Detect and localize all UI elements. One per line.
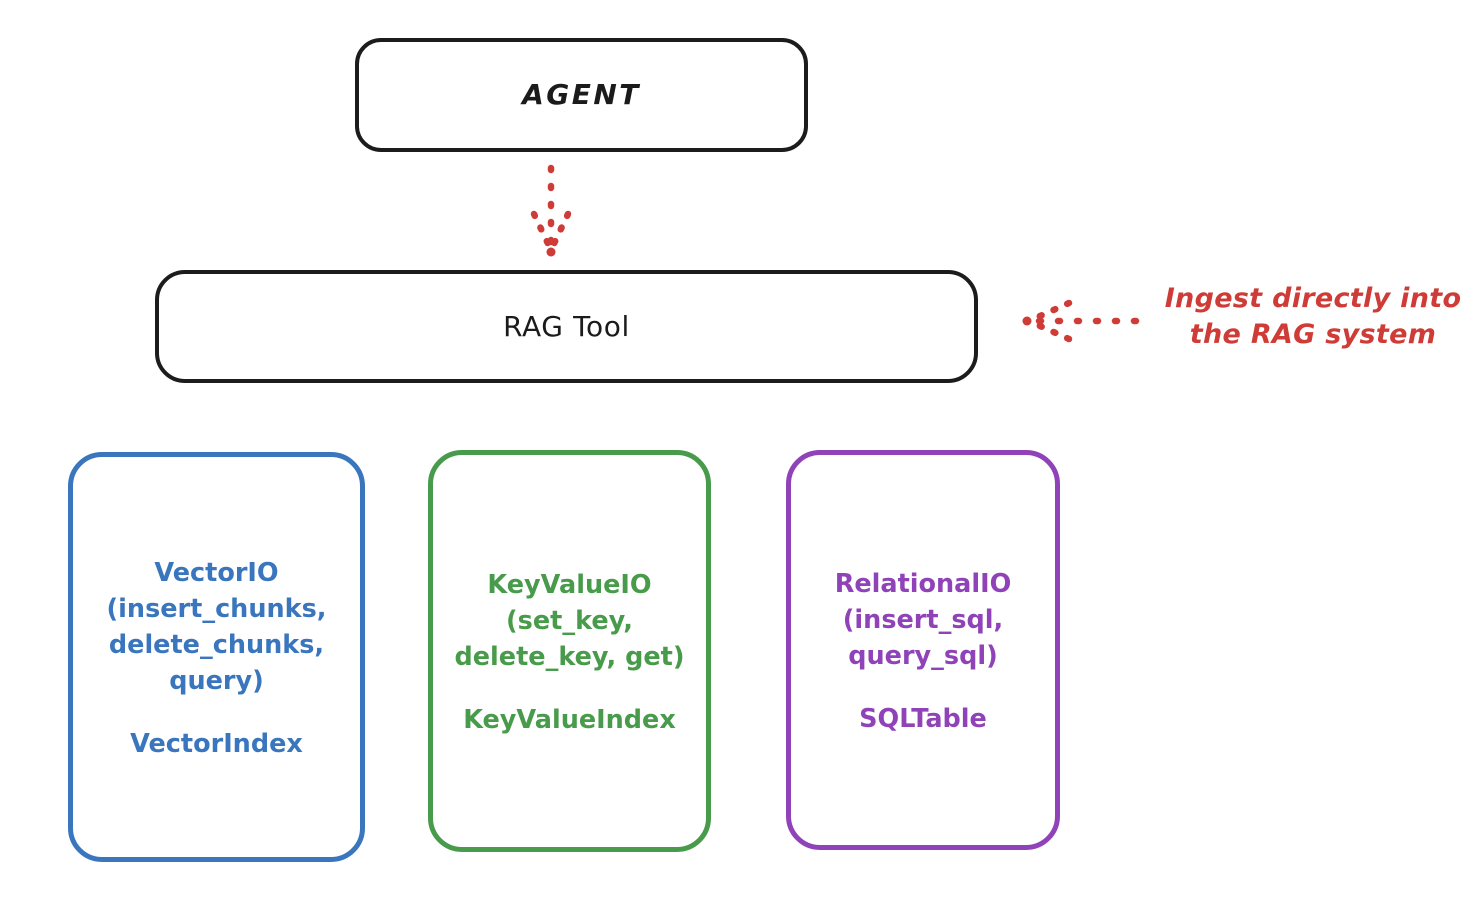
node-rag-tool-label: RAG Tool bbox=[503, 309, 630, 343]
node-vector-io-sublabel: VectorIndex bbox=[130, 729, 303, 760]
node-relational-io-sublabel: SQLTable bbox=[859, 704, 987, 735]
node-agent-label: AGENT bbox=[522, 78, 641, 112]
node-relational-io[interactable]: RelationalIO (insert_sql, query_sql) SQL… bbox=[786, 450, 1060, 850]
annotation-ingest-label: Ingest directly into the RAG system bbox=[1164, 283, 1462, 350]
node-rag-tool[interactable]: RAG Tool bbox=[155, 270, 978, 383]
node-agent[interactable]: AGENT bbox=[355, 38, 808, 152]
agent-to-rag-tool-arrow bbox=[530, 164, 572, 257]
ingest-to-rag-tool-arrow bbox=[1022, 299, 1140, 343]
node-relational-io-label: RelationalIO (insert_sql, query_sql) bbox=[834, 568, 1012, 672]
node-key-value-io-sublabel: KeyValueIndex bbox=[463, 705, 676, 736]
node-key-value-io-label: KeyValueIO (set_key, delete_key, get) bbox=[454, 569, 685, 673]
node-vector-io-label: VectorIO (insert_chunks, delete_chunks, … bbox=[106, 557, 327, 697]
node-key-value-io[interactable]: KeyValueIO (set_key, delete_key, get) Ke… bbox=[428, 450, 711, 852]
node-vector-io[interactable]: VectorIO (insert_chunks, delete_chunks, … bbox=[68, 452, 365, 862]
